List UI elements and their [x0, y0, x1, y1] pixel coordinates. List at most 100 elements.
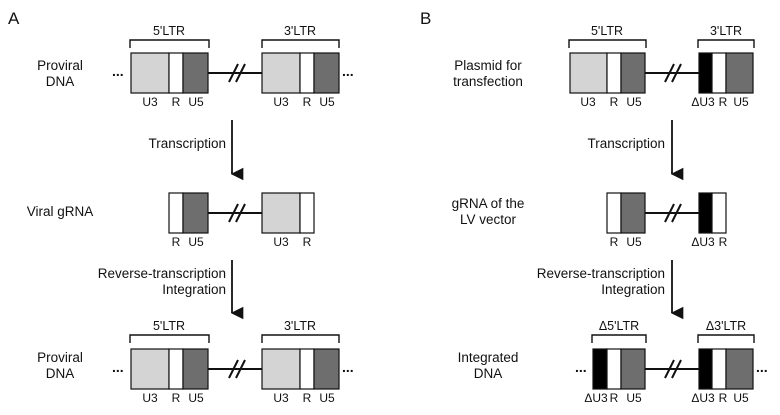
row-label-line: Proviral — [37, 350, 83, 365]
bracket-d3ltr — [697, 334, 755, 343]
segment-label: U5 — [188, 391, 204, 405]
u5-segment — [725, 52, 754, 94]
reverse-transcription-arrow: Reverse-transcription Integration — [537, 260, 684, 320]
segment-label: U3 — [142, 391, 158, 405]
row-label-line: LV vector — [460, 212, 517, 227]
segment-label: R — [610, 235, 619, 249]
u5-segment — [182, 348, 209, 390]
viral-grna-row: Viral gRNA R U5 U3 R — [27, 192, 315, 249]
r-segment — [299, 192, 315, 234]
arrow-label: Transcription — [148, 136, 226, 151]
continuation-dots: ... — [756, 359, 768, 375]
u5-segment — [725, 348, 754, 390]
bracket-label: Δ5'LTR — [599, 319, 639, 333]
row-label-line: gRNA of the — [452, 196, 525, 211]
delta-u3-segment — [698, 52, 713, 94]
segment-label: U3 — [273, 235, 289, 249]
segment-label: U5 — [319, 391, 335, 405]
delta-u3-segment — [698, 348, 713, 390]
bracket-d5ltr — [591, 334, 647, 343]
segment-label: R — [610, 95, 619, 109]
bracket-label: 3'LTR — [284, 24, 316, 38]
u5-segment — [182, 192, 209, 234]
segment-label: R — [303, 235, 312, 249]
r-segment — [606, 192, 622, 234]
bracket-3ltr — [261, 334, 340, 343]
panel-letter: A — [8, 9, 20, 28]
segment-label: U5 — [626, 391, 642, 405]
segment-label: R — [719, 391, 728, 405]
r-segment — [168, 52, 184, 94]
segment-label: R — [303, 95, 312, 109]
r-segment — [711, 52, 727, 94]
arrow-label: Transcription — [587, 136, 665, 151]
panel-a: A Proviral DNA 5'LTR 3'LTR ... ... U3 R … — [8, 9, 354, 405]
u3-segment — [130, 52, 170, 94]
u3-segment — [261, 192, 301, 234]
break-mark — [228, 63, 246, 83]
bracket-label: 5'LTR — [153, 24, 185, 38]
u5-segment — [313, 52, 340, 94]
segment-label: R — [610, 391, 619, 405]
row-label-line: Plasmid for — [454, 58, 522, 73]
continuation-dots: ... — [342, 63, 354, 79]
segment-label: ΔU3 — [691, 391, 715, 405]
break-mark — [228, 359, 246, 379]
r-segment — [299, 348, 315, 390]
r-segment — [168, 192, 184, 234]
panel-b: B Plasmid for transfection 5'LTR 3'LTR U… — [420, 9, 768, 405]
segment-label: R — [172, 235, 181, 249]
u5-segment — [182, 52, 209, 94]
row-label-line: DNA — [46, 366, 75, 381]
segment-label: ΔU3 — [691, 235, 715, 249]
segment-label: U5 — [188, 95, 204, 109]
r-segment — [711, 192, 727, 234]
u5-segment — [313, 348, 340, 390]
row-label-line: DNA — [474, 366, 503, 381]
r-segment — [606, 348, 622, 390]
bracket-label: 5'LTR — [153, 319, 185, 333]
segment-label: U5 — [188, 235, 204, 249]
bracket-label: 5'LTR — [591, 24, 623, 38]
continuation-dots: ... — [112, 63, 124, 79]
segment-label: R — [719, 235, 728, 249]
segment-label: ΔU3 — [691, 95, 715, 109]
bracket-3ltr — [697, 39, 755, 48]
r-segment — [606, 52, 622, 94]
row-label-line: Proviral — [37, 58, 83, 73]
break-mark — [228, 203, 246, 223]
panel-letter: B — [420, 9, 431, 28]
segment-label: U5 — [319, 95, 335, 109]
u5-segment — [620, 348, 646, 390]
row-label-line: DNA — [46, 74, 75, 89]
arrow-label: Reverse-transcription — [537, 266, 665, 281]
row-label-line: transfection — [453, 74, 523, 89]
delta-u3-segment — [592, 348, 608, 390]
segment-label: U3 — [273, 391, 289, 405]
row-label-line: Viral gRNA — [27, 204, 94, 219]
delta-u3-segment — [698, 192, 713, 234]
u3-segment — [130, 348, 170, 390]
u5-segment — [620, 192, 646, 234]
segment-label: U3 — [580, 95, 596, 109]
u3-segment — [569, 52, 608, 94]
reverse-transcription-arrow: Reverse-transcription Integration — [98, 260, 244, 320]
bracket-label: 3'LTR — [710, 24, 742, 38]
segment-label: R — [719, 95, 728, 109]
segment-label: R — [172, 391, 181, 405]
bracket-5ltr — [129, 39, 210, 48]
arrow-label: Integration — [601, 282, 665, 297]
segment-label: U5 — [733, 95, 749, 109]
segment-label: R — [303, 391, 312, 405]
segment-label: ΔU3 — [584, 391, 608, 405]
break-mark — [664, 359, 682, 379]
bracket-label: 3'LTR — [284, 319, 316, 333]
transcription-arrow: Transcription — [587, 120, 684, 181]
segment-label: R — [172, 95, 181, 109]
lv-grna-row: gRNA of the LV vector R U5 ΔU3 R — [452, 192, 728, 249]
proviral-dna-row: Proviral DNA 5'LTR 3'LTR ... ... U3 R U5… — [37, 24, 354, 109]
integrated-dna-row: Integrated DNA Δ5'LTR Δ3'LTR ... ... ΔU3… — [458, 319, 768, 405]
proviral-dna-row: Proviral DNA 5'LTR 3'LTR ... ... U3 R U5… — [37, 319, 354, 405]
u3-segment — [261, 348, 301, 390]
bracket-5ltr — [568, 39, 647, 48]
